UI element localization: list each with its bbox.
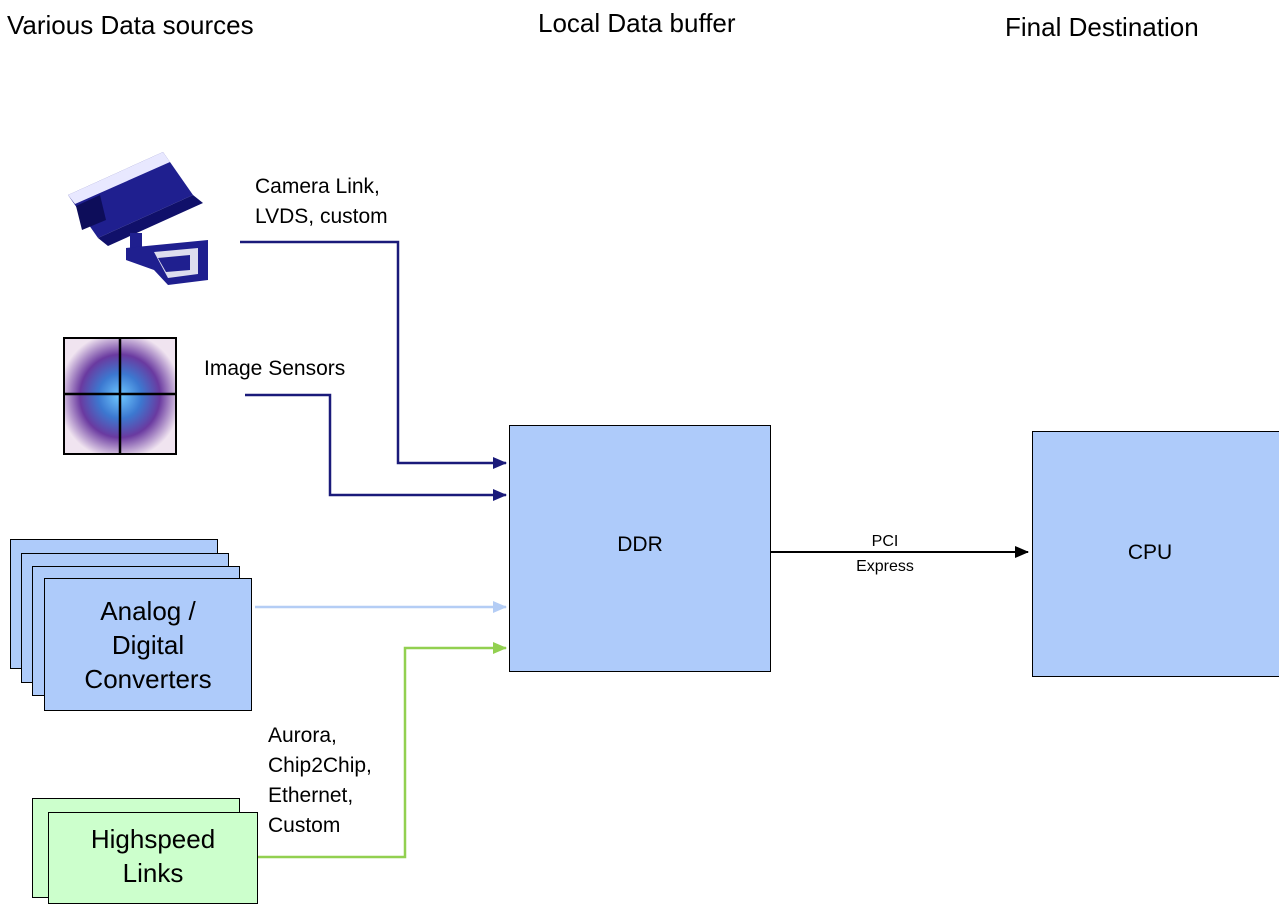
adc-label-line1: Analog /	[100, 595, 196, 626]
image-sensor-icon	[63, 337, 177, 455]
highspeed-links-connector	[258, 642, 507, 859]
ddr-label: DDR	[617, 532, 663, 556]
cpu-label: CPU	[1127, 541, 1173, 564]
adc-label-line3: Converters	[84, 663, 212, 694]
camera-link-label-line2: LVDS, custom	[255, 205, 388, 228]
links-label-line2: Links	[122, 858, 184, 888]
heading-final-destination: Final Destination	[1005, 12, 1199, 42]
adc-label: Analog / Digital Converters	[44, 578, 252, 711]
image-sensor-connector	[245, 393, 507, 501]
image-sensors-label: Image Sensors	[204, 357, 346, 380]
links-protocol-line1: Aurora,	[268, 724, 337, 747]
links-protocol-line2: Chip2Chip,	[268, 754, 372, 777]
adc-card-front	[44, 578, 252, 711]
links-protocol-line3: Ethernet,	[268, 784, 354, 807]
adc-label-line2: Digital	[111, 629, 185, 660]
links-protocol-line4: Custom	[268, 814, 341, 837]
security-camera-icon	[68, 152, 208, 285]
heading-data-sources: Various Data sources	[7, 10, 254, 40]
links-label: Highspeed Links	[48, 812, 258, 900]
cpu-box: CPU	[1032, 431, 1279, 677]
pcie-label-line1: PCI	[871, 533, 899, 550]
pcie-label-line2: Express	[856, 558, 914, 575]
camera-link-connector	[240, 240, 507, 469]
ddr-box: DDR	[509, 425, 771, 672]
camera-link-label-line1: Camera Link,	[255, 175, 380, 198]
links-card-front	[48, 812, 258, 904]
links-label-line1: Highspeed	[90, 824, 216, 854]
heading-local-data-buffer: Local Data buffer	[538, 8, 736, 38]
